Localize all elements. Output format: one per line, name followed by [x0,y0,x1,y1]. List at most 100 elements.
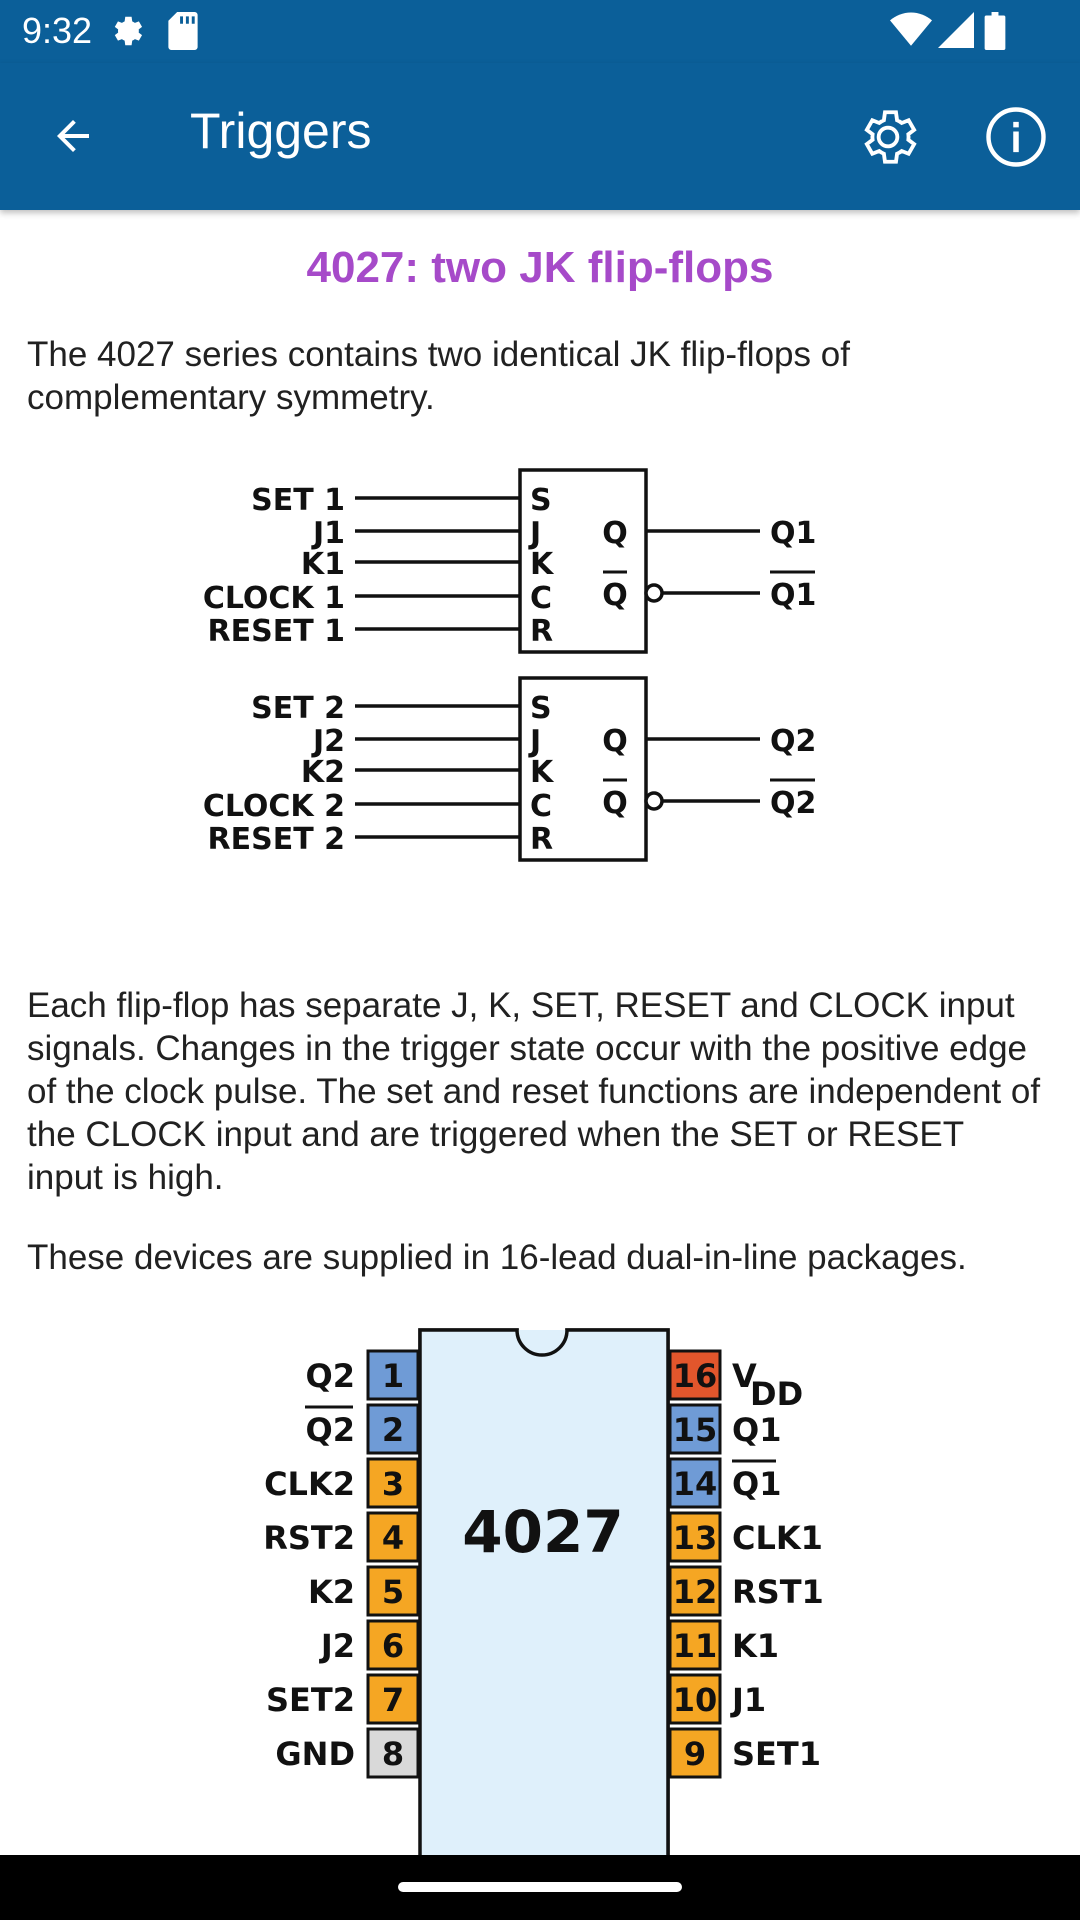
left-pin-2: 2Q2 [305,1403,420,1455]
input-label: SET 1 [251,483,345,518]
pin-label: RST1 [732,1573,824,1611]
status-time: 9:32 [22,10,93,51]
pin-box [668,1565,722,1617]
pin-label-subscript: DD [750,1375,803,1413]
pin-box [668,1673,722,1725]
intro-paragraph: The 4027 series contains two identical J… [27,335,850,417]
pin-number: 7 [382,1681,404,1719]
pin-label: J [528,516,541,551]
pin-label: R [530,614,553,649]
pin-box [366,1511,420,1563]
battery-icon [984,12,1006,55]
left-pin-7: 7 SET2 [266,1673,420,1725]
pin-number: 6 [382,1627,404,1665]
pin-label: SET2 [266,1681,355,1719]
input-label: K2 [301,755,345,790]
pin-number: 10 [673,1681,718,1719]
gear-icon [855,104,921,175]
qbar-output-label: Q2 [770,786,816,821]
pin-label: J1 [730,1681,766,1719]
pin-label: Q1 [732,1465,781,1503]
chip-label: 4027 [462,1498,623,1566]
pin-box [668,1511,722,1563]
right-pin-10: 10 J1 [668,1673,766,1725]
inversion-bubble [644,791,664,811]
description-paragraph: Each flip-flop has separate J, K, SET, R… [27,986,1041,1197]
pin-box [366,1727,420,1779]
input-label: CLOCK 1 [203,581,345,616]
q-internal-label: Q [602,724,628,759]
settings-button[interactable] [850,101,926,177]
pin-number: 9 [684,1735,706,1773]
pin-box [366,1619,420,1671]
left-pin-3: 3 CLK2 [264,1457,420,1509]
left-pin-5: 5K2 [308,1565,420,1617]
pin-label: R [530,822,553,857]
pin-number: 1 [382,1357,404,1395]
flip-flop-box [518,468,648,654]
pin-box [366,1349,420,1401]
pin-label: K [530,547,555,582]
app-bar: Triggers [0,63,1080,210]
pin-label: C [530,581,552,616]
pin-label: V [732,1357,757,1395]
pin-number: 3 [382,1465,404,1503]
q-output-label: Q1 [770,516,816,551]
qbar-output-label: Q1 [770,578,816,613]
pin-label: Q2 [306,1357,355,1395]
pin-number: 2 [382,1411,404,1449]
input-label: J1 [311,516,345,551]
pin-number: 16 [673,1357,718,1395]
chip-border [418,1328,670,1890]
pin-box [668,1619,722,1671]
article-content[interactable]: 4027: two JK flip-flops The 4027 series … [0,210,1080,1910]
pin-label: K1 [732,1627,779,1665]
pin-box [366,1565,420,1617]
status-bar: 9:32 [0,0,1080,63]
pin-box [668,1349,722,1401]
left-pin-1: 1 Q2 [306,1349,420,1401]
info-button[interactable] [978,101,1054,177]
qbar-internal-label: Q [602,786,628,821]
signal-icon [938,12,974,53]
chip-body: 4027 [418,1328,670,1910]
pin-number: 4 [382,1519,404,1557]
input-label: RESET 2 [208,822,345,857]
pin-label: K [530,755,555,790]
pin-label: CLK2 [264,1465,355,1503]
pin-label: J2 [319,1627,355,1665]
pin-label: GND [275,1735,355,1773]
pin-box [366,1457,420,1509]
package-paragraph: These devices are supplied in 16-lead du… [27,1238,967,1277]
q-internal-label: Q [602,516,628,551]
pin-label: K2 [308,1573,355,1611]
left-pin-4: 4 RST2 [263,1511,420,1563]
pin-label: C [530,789,552,824]
article-heading: 4027: two JK flip-flops [306,243,774,292]
pin-label: S [530,483,552,518]
navigation-bar [0,1855,1080,1920]
home-gesture-handle[interactable] [398,1882,682,1892]
pin-label: RST2 [263,1519,355,1557]
pin-box [366,1673,420,1725]
back-button[interactable] [36,101,110,175]
pin-label: CLK1 [732,1519,823,1557]
wifi-icon [890,12,932,53]
input-label: CLOCK 2 [203,789,345,824]
input-label: K1 [301,547,345,582]
page-title: Triggers [190,103,372,159]
pin-box [668,1727,722,1779]
sd-card-icon [168,12,198,55]
inversion-bubble [644,583,664,603]
pin-number: 12 [673,1573,718,1611]
input-label: RESET 1 [208,614,345,649]
